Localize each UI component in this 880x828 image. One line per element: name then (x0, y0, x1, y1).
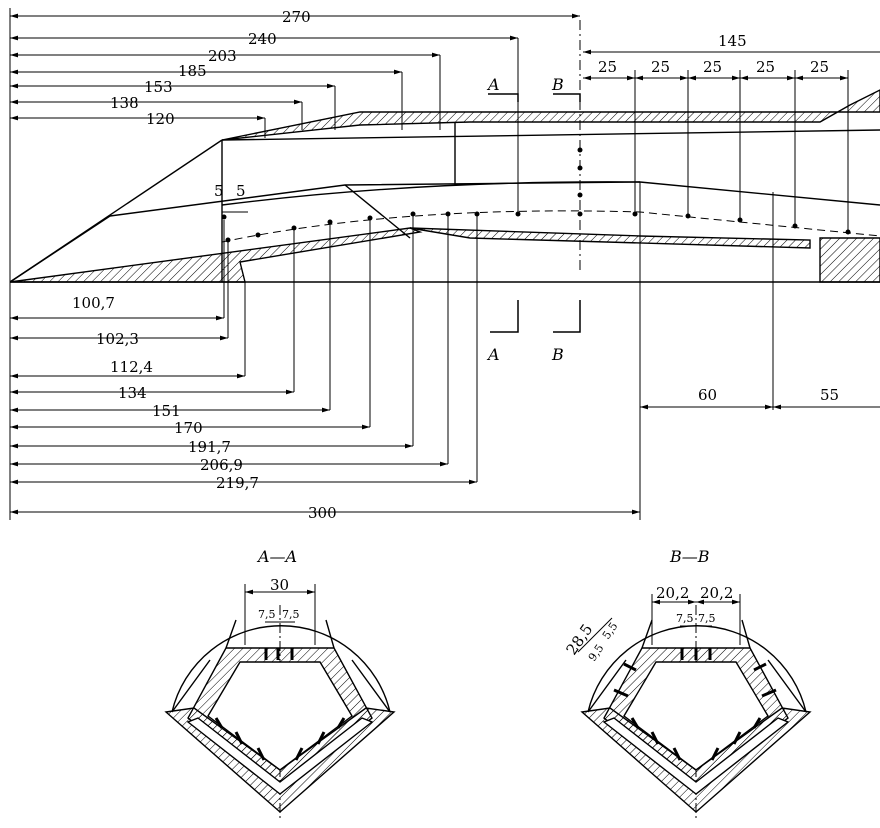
dim-102-3: 102,3 (96, 330, 139, 348)
dim-100-7: 100,7 (72, 294, 115, 312)
section-b-slant-small2: 5,5 (600, 620, 621, 642)
right-top-dimension-labels: 145 25 25 25 25 25 (598, 32, 829, 76)
dim-120: 120 (146, 110, 175, 128)
bottom-dimension-lines (10, 214, 880, 515)
section-markers (488, 94, 580, 332)
dim-219-7: 219,7 (216, 474, 259, 492)
dim-60: 60 (698, 386, 717, 404)
dim-203: 203 (208, 47, 237, 65)
section-a-a: A—A 30 7,5 7,5 (166, 547, 394, 820)
dim-300: 300 (308, 504, 337, 522)
elevation-view (10, 8, 880, 520)
section-b-b: B—B 20,2 20,2 7,5 7,5 28,5 9,5 5,5 (563, 547, 810, 820)
dim-185: 185 (178, 62, 207, 80)
dim-153: 153 (144, 78, 173, 96)
dim-138: 138 (110, 94, 139, 112)
right-top-dimension-lines (583, 49, 880, 232)
section-a-width: 30 (270, 576, 289, 594)
bottom-dimension-labels: 100,7 102,3 112,4 134 151 170 191,7 206,… (72, 294, 839, 522)
section-b-left: 20,2 (656, 584, 689, 602)
dim-240: 240 (248, 30, 277, 48)
section-b-right: 20,2 (700, 584, 733, 602)
dim-55: 55 (820, 386, 839, 404)
top-dimension-lines (10, 13, 580, 214)
section-b-half1: 7,5 (676, 612, 694, 625)
dim-25-2: 25 (651, 58, 670, 76)
cut-label-b-top: B (551, 75, 564, 94)
section-b-slant-small: 9,5 (586, 642, 607, 664)
dim-134: 134 (118, 384, 147, 402)
dim-270: 270 (282, 8, 311, 26)
dim-25-4: 25 (756, 58, 775, 76)
dim-5-left: 5 (214, 182, 224, 200)
section-b-half2: 7,5 (698, 612, 716, 625)
section-a-half2: 7,5 (282, 608, 300, 621)
dim-170: 170 (174, 419, 203, 437)
dim-145: 145 (718, 32, 747, 50)
cut-label-a-bottom: A (486, 345, 500, 364)
dim-25-5: 25 (810, 58, 829, 76)
dim-25-1: 25 (598, 58, 617, 76)
small-dims: 5 5 (214, 182, 248, 212)
section-b-title: B—B (669, 547, 710, 566)
dim-151: 151 (152, 402, 181, 420)
top-dimension-labels: 270 240 203 185 153 138 120 (110, 8, 311, 128)
measurement-points (221, 147, 851, 243)
cut-label-a-top: A (486, 75, 500, 94)
dim-112-4: 112,4 (110, 358, 153, 376)
dim-25-3: 25 (703, 58, 722, 76)
dim-206-9: 206,9 (200, 456, 243, 474)
dim-191-7: 191,7 (188, 438, 231, 456)
dim-5-right: 5 (236, 182, 246, 200)
section-marker-labels: A B A B (486, 75, 564, 364)
section-a-title: A—A (256, 547, 297, 566)
section-a-half1: 7,5 (258, 608, 276, 621)
cut-label-b-bottom: B (551, 345, 564, 364)
